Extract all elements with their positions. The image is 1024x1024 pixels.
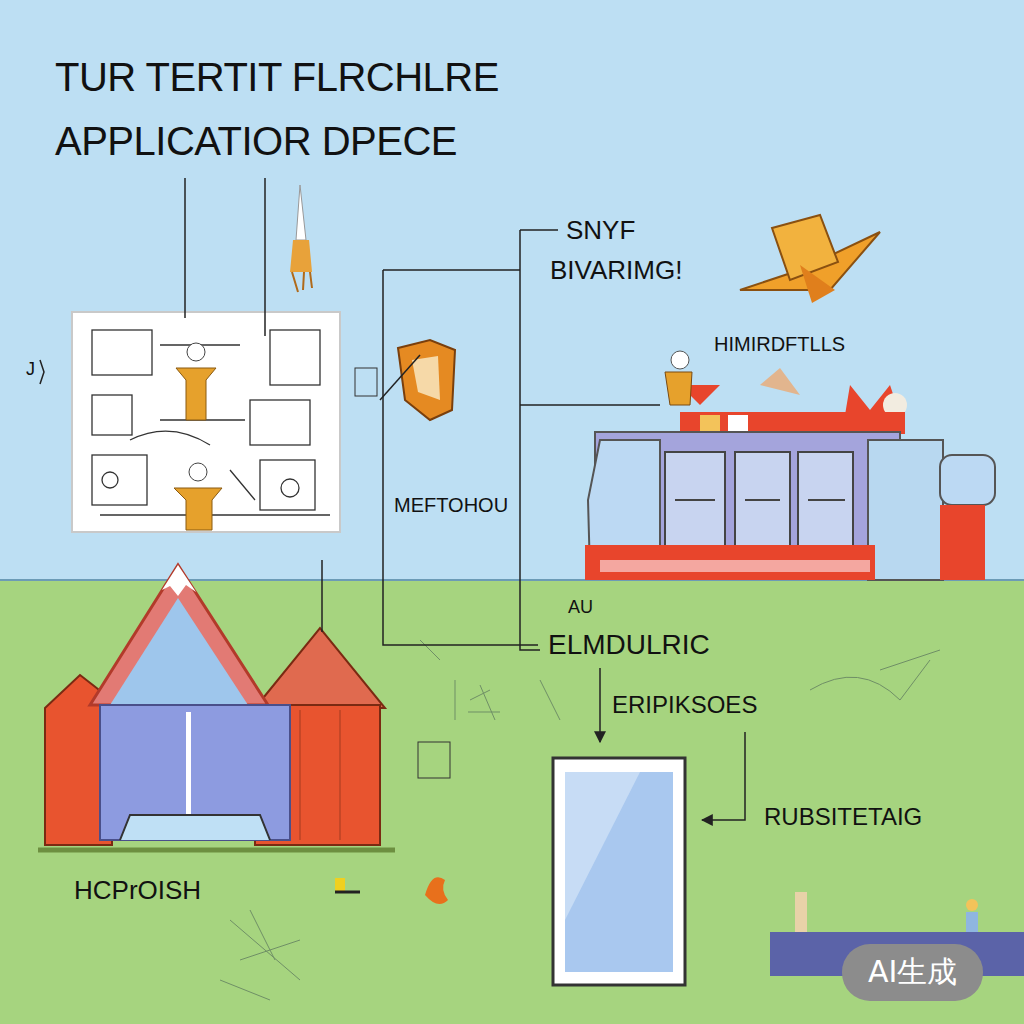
- rocket-icon: [296, 185, 306, 240]
- callout-label: AU: [566, 598, 595, 618]
- house: [100, 705, 290, 840]
- scribbles: [420, 640, 560, 720]
- blueprint: [92, 395, 132, 435]
- small-icons: [40, 360, 44, 384]
- house: [162, 565, 196, 596]
- building: [940, 505, 985, 580]
- house: [90, 565, 268, 705]
- callout-label: BIVARIMG!: [548, 256, 684, 285]
- rocket-icon: [290, 185, 312, 292]
- building: [760, 368, 800, 395]
- building: [665, 372, 692, 405]
- scribbles: [220, 640, 940, 1000]
- diagram-title: TUR TERTIT FLRCHLRE APPLICATIOR DPECE: [55, 45, 675, 173]
- door: [565, 772, 673, 972]
- ground-bar: [795, 892, 807, 932]
- callout-label: HCPrOISH: [72, 876, 203, 905]
- building: [665, 452, 725, 552]
- leader-lines: [383, 269, 520, 271]
- blueprint: [92, 330, 330, 515]
- small-icons: [335, 878, 345, 892]
- background: [0, 0, 1024, 580]
- paper-plane: [740, 215, 880, 303]
- building: [585, 351, 995, 580]
- building: [868, 440, 943, 580]
- small-icons: [425, 877, 448, 904]
- callout-label: ELMDULRIC: [546, 630, 712, 661]
- orange-figure: [355, 340, 455, 420]
- rocket-icon: [290, 240, 312, 272]
- leader-lines: [702, 732, 745, 820]
- orange-figure: [398, 340, 455, 420]
- scribbles: [810, 650, 940, 700]
- blueprint: [250, 400, 310, 445]
- paper-plane: [800, 265, 835, 303]
- callout-label: SNYF: [564, 216, 637, 245]
- blueprint: [92, 455, 147, 505]
- blueprint: [72, 312, 340, 532]
- leader-lines: [519, 230, 521, 632]
- door: [553, 758, 685, 985]
- callout-label: ERIPIKSOES: [610, 692, 759, 718]
- orange-figure: [355, 368, 377, 396]
- house: [110, 598, 248, 705]
- background: [0, 580, 1024, 1024]
- blueprint: [260, 460, 315, 510]
- leader-lines: [520, 632, 540, 650]
- ground-bar: [966, 899, 978, 911]
- orange-figure: [412, 356, 440, 400]
- building: [735, 452, 790, 552]
- blueprint: [92, 330, 152, 375]
- leader-lines: [520, 404, 660, 406]
- leader-lines: [185, 178, 745, 820]
- scribbles: [455, 680, 500, 720]
- callout-label: HIMIRDFTLLS: [712, 333, 847, 355]
- ground-bar: [966, 912, 978, 932]
- house: [418, 742, 450, 778]
- building: [675, 499, 845, 501]
- leader-lines: [264, 178, 266, 336]
- scribbles: [220, 910, 300, 1000]
- building: [680, 412, 905, 434]
- blueprint: [174, 343, 222, 530]
- bracket-label: J: [24, 360, 37, 380]
- blueprint: [281, 479, 299, 497]
- callout-label: RUBSITETAIG: [762, 804, 924, 830]
- blueprint: [270, 330, 320, 385]
- blueprint: [189, 463, 207, 481]
- callout-label: MEFTOHOU: [392, 494, 510, 516]
- blueprint: [176, 368, 216, 420]
- leader-lines: [599, 668, 601, 742]
- house: [120, 815, 270, 840]
- watermark: AI生成: [842, 944, 983, 1001]
- house: [38, 848, 395, 853]
- door: [553, 758, 685, 985]
- small-icons: [40, 360, 448, 904]
- blueprint: [187, 343, 205, 361]
- blueprint: [102, 472, 118, 488]
- building: [671, 351, 689, 369]
- house: [38, 565, 450, 850]
- blueprint: [174, 488, 222, 530]
- building: [798, 452, 853, 552]
- building: [600, 560, 870, 572]
- leader-lines: [184, 178, 186, 318]
- leader-lines: [380, 355, 420, 400]
- leader-lines: [383, 270, 538, 645]
- building: [585, 545, 875, 580]
- leader-lines: [321, 560, 323, 632]
- door: [565, 772, 640, 920]
- house: [300, 710, 340, 840]
- leader-lines: [520, 229, 558, 231]
- house: [255, 628, 385, 708]
- building: [940, 455, 995, 505]
- rocket-icon: [292, 272, 312, 292]
- blueprint: [72, 312, 340, 532]
- small-icons: [335, 891, 360, 894]
